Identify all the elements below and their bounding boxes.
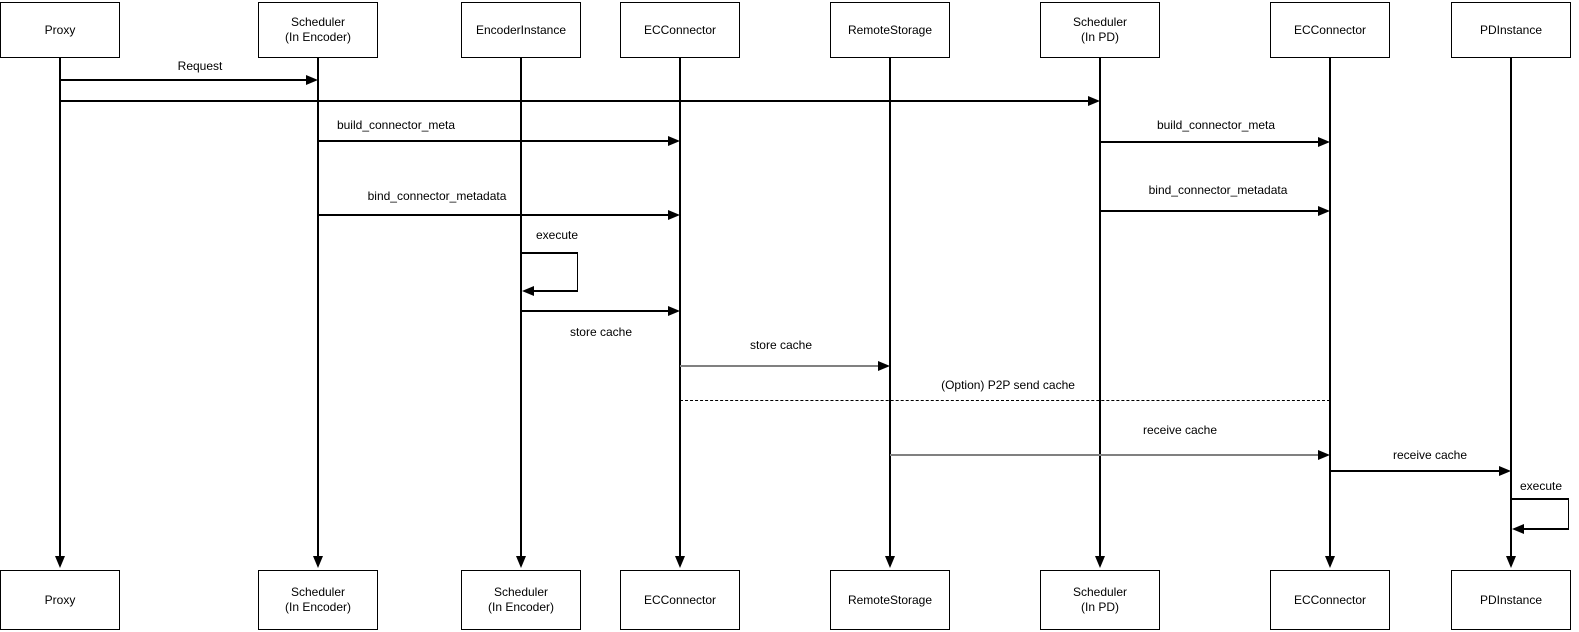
- message-0-request-label: Request: [177, 59, 223, 73]
- actor-top-box-ec-connector-encoder: ECConnector: [620, 2, 740, 58]
- message-10-receive-cache-label: receive cache: [1142, 423, 1218, 437]
- actor-top-box-encoder-instance: EncoderInstance: [461, 2, 581, 58]
- lifeline-scheduler-in-pd: [1099, 58, 1101, 558]
- actor-top-label-proxy: Proxy: [44, 22, 76, 37]
- message-1-arrowhead: [1088, 96, 1100, 106]
- message-6-execute-arrowhead: [522, 286, 534, 296]
- message-12-execute-arrowhead: [1512, 524, 1524, 534]
- actor-top-box-scheduler-in-encoder: Scheduler (In Encoder): [258, 2, 378, 58]
- message-11-receive-cache-line: [1330, 470, 1508, 472]
- message-10-receive-cache-arrowhead: [1318, 450, 1330, 460]
- actor-bottom-box-scheduler-in-pd: Scheduler (In PD): [1040, 570, 1160, 630]
- message-7-store-cache-label: store cache: [569, 325, 633, 339]
- lifeline-ec-connector-encoder: [679, 58, 681, 558]
- actor-top-label-ec-connector-pd: ECConnector: [1293, 22, 1367, 37]
- message-0-request-arrowhead: [306, 75, 318, 85]
- actor-bottom-label-proxy: Proxy: [44, 592, 76, 607]
- actor-bottom-box-proxy: Proxy: [0, 570, 120, 630]
- message-10-receive-cache-line: [890, 454, 1327, 456]
- actor-bottom-box-ec-connector-pd: ECConnector: [1270, 570, 1390, 630]
- message-5-bind-connector-metadata-line: [1100, 210, 1327, 212]
- actor-top-box-scheduler-in-pd: Scheduler (In PD): [1040, 2, 1160, 58]
- message-9-option-p2p-send-cache-label: (Option) P2P send cache: [941, 378, 1075, 392]
- message-11-receive-cache-label: receive cache: [1392, 448, 1468, 462]
- message-0-request-line: [60, 79, 315, 81]
- lifeline-scheduler-in-encoder: [317, 58, 319, 558]
- lifeline-encoder-instance: [520, 58, 522, 558]
- actor-top-box-remote-storage: RemoteStorage: [830, 2, 950, 58]
- actor-top-label-ec-connector-encoder: ECConnector: [643, 22, 717, 37]
- actor-bottom-box-remote-storage: RemoteStorage: [830, 570, 950, 630]
- message-7-store-cache-arrowhead: [668, 306, 680, 316]
- message-2-build-connector-meta-label: build_connector_meta: [336, 118, 456, 132]
- lifeline-end-arrowhead-proxy: [55, 556, 65, 568]
- message-2-build-connector-meta-line: [318, 140, 677, 142]
- message-6-execute-label: execute: [535, 228, 579, 242]
- actor-bottom-box-ec-connector-encoder: ECConnector: [620, 570, 740, 630]
- message-4-bind-connector-metadata-line: [318, 214, 677, 216]
- actor-top-label-pd-instance: PDInstance: [1479, 22, 1543, 37]
- lifeline-end-arrowhead-remote-storage: [885, 556, 895, 568]
- lifeline-remote-storage: [889, 58, 891, 558]
- lifeline-pd-instance: [1510, 58, 1512, 558]
- message-1-line: [60, 100, 1097, 102]
- actor-bottom-label-scheduler-in-encoder: Scheduler (In Encoder): [284, 585, 352, 614]
- actor-top-box-ec-connector-pd: ECConnector: [1270, 2, 1390, 58]
- lifeline-end-arrowhead-encoder-instance: [516, 556, 526, 568]
- message-3-build-connector-meta-label: build_connector_meta: [1156, 118, 1276, 132]
- message-6-execute-loop-top: [521, 252, 578, 254]
- lifeline-proxy: [59, 58, 61, 558]
- actor-top-label-remote-storage: RemoteStorage: [847, 22, 933, 37]
- actor-top-box-pd-instance: PDInstance: [1451, 2, 1571, 58]
- actor-bottom-label-remote-storage: RemoteStorage: [847, 592, 933, 607]
- lifeline-end-arrowhead-ec-connector-encoder: [675, 556, 685, 568]
- actor-top-label-encoder-instance: EncoderInstance: [475, 22, 567, 37]
- actor-top-box-proxy: Proxy: [0, 2, 120, 58]
- actor-bottom-label-pd-instance: PDInstance: [1479, 592, 1543, 607]
- actor-top-label-scheduler-in-pd: Scheduler (In PD): [1072, 15, 1128, 44]
- actor-bottom-label-ec-connector-pd: ECConnector: [1293, 592, 1367, 607]
- message-5-bind-connector-metadata-arrowhead: [1318, 206, 1330, 216]
- message-8-store-cache-label: store cache: [749, 338, 813, 352]
- message-5-bind-connector-metadata-label: bind_connector_metadata: [1148, 183, 1288, 197]
- message-11-receive-cache-arrowhead: [1499, 466, 1511, 476]
- message-3-build-connector-meta-line: [1100, 141, 1327, 143]
- actor-bottom-label-encoder-instance: Scheduler (In Encoder): [487, 585, 555, 614]
- lifeline-ec-connector-pd: [1329, 58, 1331, 558]
- message-12-execute-loop-bottom: [1521, 528, 1569, 530]
- message-3-build-connector-meta-arrowhead: [1318, 137, 1330, 147]
- message-8-store-cache-line: [680, 365, 887, 367]
- message-4-bind-connector-metadata-label: bind_connector_metadata: [367, 189, 507, 203]
- message-4-bind-connector-metadata-arrowhead: [668, 210, 680, 220]
- actor-bottom-label-scheduler-in-pd: Scheduler (In PD): [1072, 585, 1128, 614]
- message-7-store-cache-line: [521, 310, 677, 312]
- message-6-execute-loop-right: [576, 252, 578, 290]
- lifeline-end-arrowhead-scheduler-in-encoder: [313, 556, 323, 568]
- message-2-build-connector-meta-arrowhead: [668, 136, 680, 146]
- message-12-execute-label: execute: [1519, 479, 1563, 493]
- actor-bottom-label-ec-connector-encoder: ECConnector: [643, 592, 717, 607]
- message-9-option-p2p-send-cache-line: [680, 400, 1330, 401]
- lifeline-end-arrowhead-scheduler-in-pd: [1095, 556, 1105, 568]
- lifeline-end-arrowhead-pd-instance: [1506, 556, 1516, 568]
- message-8-store-cache-arrowhead: [878, 361, 890, 371]
- message-12-execute-loop-right: [1567, 498, 1569, 528]
- actor-bottom-box-encoder-instance: Scheduler (In Encoder): [461, 570, 581, 630]
- message-6-execute-loop-bottom: [531, 290, 578, 292]
- lifeline-end-arrowhead-ec-connector-pd: [1325, 556, 1335, 568]
- actor-bottom-box-scheduler-in-encoder: Scheduler (In Encoder): [258, 570, 378, 630]
- message-12-execute-loop-top: [1511, 498, 1569, 500]
- actor-top-label-scheduler-in-encoder: Scheduler (In Encoder): [284, 15, 352, 44]
- actor-bottom-box-pd-instance: PDInstance: [1451, 570, 1571, 630]
